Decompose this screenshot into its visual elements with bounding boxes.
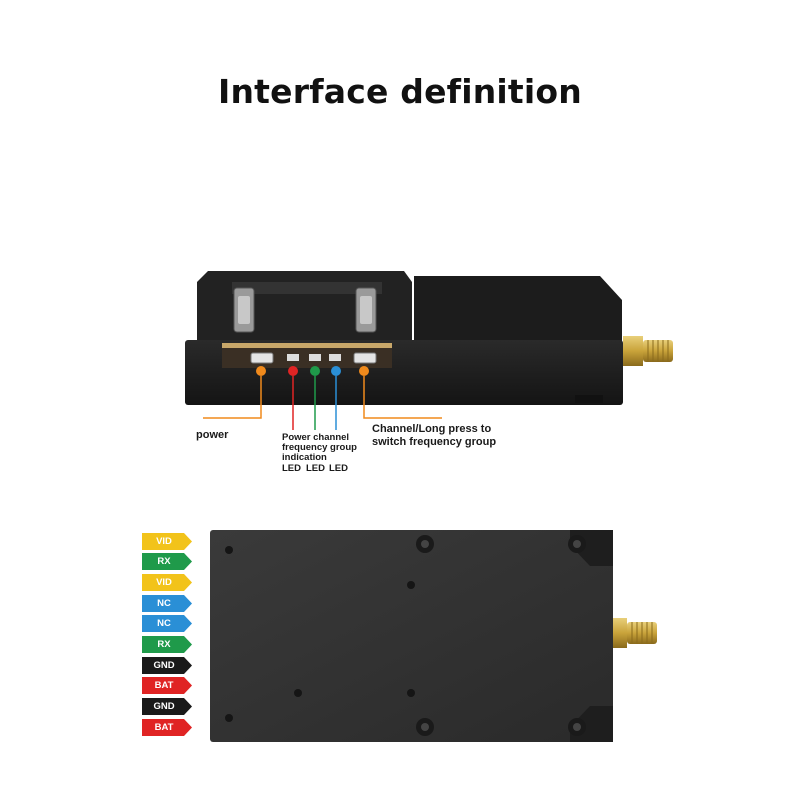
indication-label-line3: indication — [282, 452, 327, 463]
pcb-edge — [222, 343, 392, 348]
pin-tag-shape — [142, 657, 192, 674]
pin-tag-shape — [142, 574, 192, 591]
channel-label-line2: switch frequency group — [372, 436, 497, 448]
pin-tag-shape — [142, 595, 192, 612]
pin-tag-label: BAT — [154, 680, 174, 691]
led-blue-slot — [329, 354, 341, 361]
led-green-slot — [309, 354, 321, 361]
device-side-view — [185, 271, 673, 430]
pin-tag-shape — [142, 615, 192, 632]
pin-tag-label: GND — [153, 701, 175, 712]
channel-label: Channel/Long press to switch frequency g… — [372, 423, 496, 449]
pin-tag-shape — [142, 698, 192, 715]
pin-tag-rx: RX — [142, 636, 192, 653]
led-red-marker — [288, 366, 298, 376]
foot — [575, 395, 603, 403]
led-green-marker — [310, 366, 320, 376]
device-plate — [210, 530, 613, 742]
pin-tag-shape — [142, 636, 192, 653]
pin-tag-nc: NC — [142, 595, 192, 612]
right-housing — [414, 276, 622, 342]
pin-tag-vid: VID — [142, 574, 192, 591]
power-switch — [250, 352, 274, 364]
page-title: Interface definition — [218, 72, 582, 111]
device-top-view — [210, 530, 657, 742]
button-leader-line — [363, 376, 442, 419]
pin-tag-label: VID — [156, 577, 172, 588]
pin-tag-gnd: GND — [142, 657, 192, 674]
pin-tag-rx: RX — [142, 553, 192, 570]
button-marker — [359, 366, 369, 376]
led-blue-marker — [331, 366, 341, 376]
pin-tag-label: RX — [157, 639, 171, 650]
hole — [407, 689, 415, 697]
indication-label-line1: Power channel — [282, 432, 350, 443]
sma-hex-bottom — [613, 618, 627, 648]
led-label-green: LED — [306, 463, 325, 474]
pin-tag-label: NC — [157, 618, 171, 629]
indication-label-line2: frequency group — [282, 442, 357, 453]
pin-tag-shape — [142, 677, 192, 694]
pin-tag-shape — [142, 533, 192, 550]
hole — [225, 546, 233, 554]
metal-clip-left-inner — [238, 296, 250, 324]
power-label: power — [196, 429, 229, 441]
hole — [407, 581, 415, 589]
led-label-red: LED — [282, 463, 301, 474]
pin-tag-nc: NC — [142, 615, 192, 632]
led-red-slot — [287, 354, 299, 361]
hole — [225, 714, 233, 722]
pin-tag-shape — [142, 553, 192, 570]
channel-label-line1: Channel/Long press to — [372, 423, 492, 435]
pin-tag-label: NC — [157, 598, 171, 609]
pin-tag-label: RX — [157, 556, 171, 567]
pin-tag-gnd: GND — [142, 698, 192, 715]
pin-tag-vid: VID — [142, 533, 192, 550]
channel-button — [353, 352, 377, 364]
pin-tag-label: GND — [153, 660, 175, 671]
led-label-blue: LED — [329, 463, 348, 474]
housing-rib — [232, 282, 382, 294]
pin-tag-label: BAT — [154, 722, 174, 733]
pin-tag-bat: BAT — [142, 677, 192, 694]
sma-hex — [623, 336, 643, 366]
hole — [294, 689, 302, 697]
metal-clip-right-inner — [360, 296, 372, 324]
pin-tag-bat: BAT — [142, 719, 192, 736]
pin-tag-shape — [142, 719, 192, 736]
pin-tag-label: VID — [156, 536, 172, 547]
power-leader-line — [203, 376, 262, 419]
indication-label: Power channel frequency group indication — [282, 433, 357, 463]
power-marker — [256, 366, 266, 376]
upper-housing — [197, 271, 412, 342]
